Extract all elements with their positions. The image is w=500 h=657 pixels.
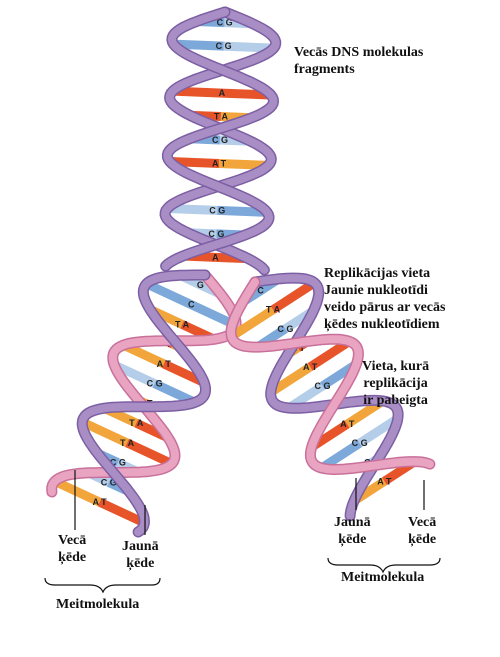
top-base-label: A <box>212 252 219 262</box>
left-base-label: C G <box>147 379 163 389</box>
left-base-label: T A <box>120 438 135 448</box>
right-base-pair <box>307 337 352 371</box>
label-right-new-strand: Jaunā ķēde <box>334 515 371 547</box>
top-base-label: C G <box>209 205 225 215</box>
top-base-label: T A <box>214 112 229 122</box>
label-left-new-strand: Jaunā ķēde <box>122 539 159 571</box>
right-base-pair <box>229 305 276 341</box>
top-base-pair <box>217 205 268 217</box>
top-base-label: C G <box>216 41 232 51</box>
top-strand-b <box>161 8 280 274</box>
top-base-label: A <box>219 88 226 98</box>
label-replication-complete: Vieta, kurā replikācija ir pabeigta <box>362 359 430 408</box>
label-right-daughter-molecule: Meitmolekula <box>341 570 425 585</box>
left-base-label: G <box>197 280 204 290</box>
left-base-label: T A <box>175 319 190 329</box>
parent-helix: C GC GA TAT AC GA TA TC GC GA <box>159 6 282 276</box>
right-base-label: C G <box>277 324 293 334</box>
label-old-dna-fragment: Vecās DNS molekulas fragments <box>294 45 424 77</box>
left-base-label: C <box>188 300 195 310</box>
daughter-helix-left: GCT AT AA TC GA TT AT AC GC GA T <box>46 269 242 538</box>
label-left-daughter-molecule: Meitmolekula <box>56 597 140 612</box>
right-base-label: C G <box>314 381 330 391</box>
right-strand-a <box>226 278 434 474</box>
top-base-label: A T <box>212 158 227 168</box>
top-base-label: C G <box>208 229 224 239</box>
label-left-old-strand: Vecā ķēde <box>58 533 87 565</box>
brace-left <box>44 577 161 594</box>
left-base-label: C G <box>110 458 126 468</box>
right-base-label: C <box>257 286 264 296</box>
right-base-label: C G <box>352 438 368 448</box>
brace-right <box>327 557 441 574</box>
left-strand-a <box>78 271 210 536</box>
right-base-pair-half <box>270 279 317 314</box>
top-base-label: C G <box>212 135 228 145</box>
label-right-old-strand: Vecā ķēde <box>408 515 437 547</box>
left-base-pair-half <box>52 477 102 507</box>
left-base-pair <box>80 418 129 447</box>
right-strand-b <box>251 274 403 520</box>
left-base-pair <box>144 279 194 309</box>
left-base-label: A T <box>157 359 172 369</box>
label-replication-site: Replikācijas vieta Jaunie nukleotīdi vei… <box>324 266 446 332</box>
top-base-pair <box>173 39 224 51</box>
right-base-label: A T <box>377 476 392 486</box>
left-base-label: A T <box>92 497 107 507</box>
top-base-label: C G <box>217 18 233 28</box>
left-base-label: C G <box>101 477 117 487</box>
left-base-pair-half <box>125 438 174 468</box>
left-base-pair <box>97 498 147 527</box>
right-base-label: A T <box>303 362 318 372</box>
leader-lines <box>44 470 441 594</box>
top-base-pair-half <box>167 203 218 215</box>
top-base-pair-half <box>223 41 274 53</box>
left-base-label: T A <box>129 418 144 428</box>
daughter-helix-right: CT AC GA TA TC GT AA TC GC GA T <box>225 272 436 522</box>
top-strand-a <box>161 8 278 271</box>
right-base-label: A T <box>340 419 355 429</box>
right-base-label: T A <box>266 305 281 315</box>
right-base-pair-half <box>268 363 313 397</box>
